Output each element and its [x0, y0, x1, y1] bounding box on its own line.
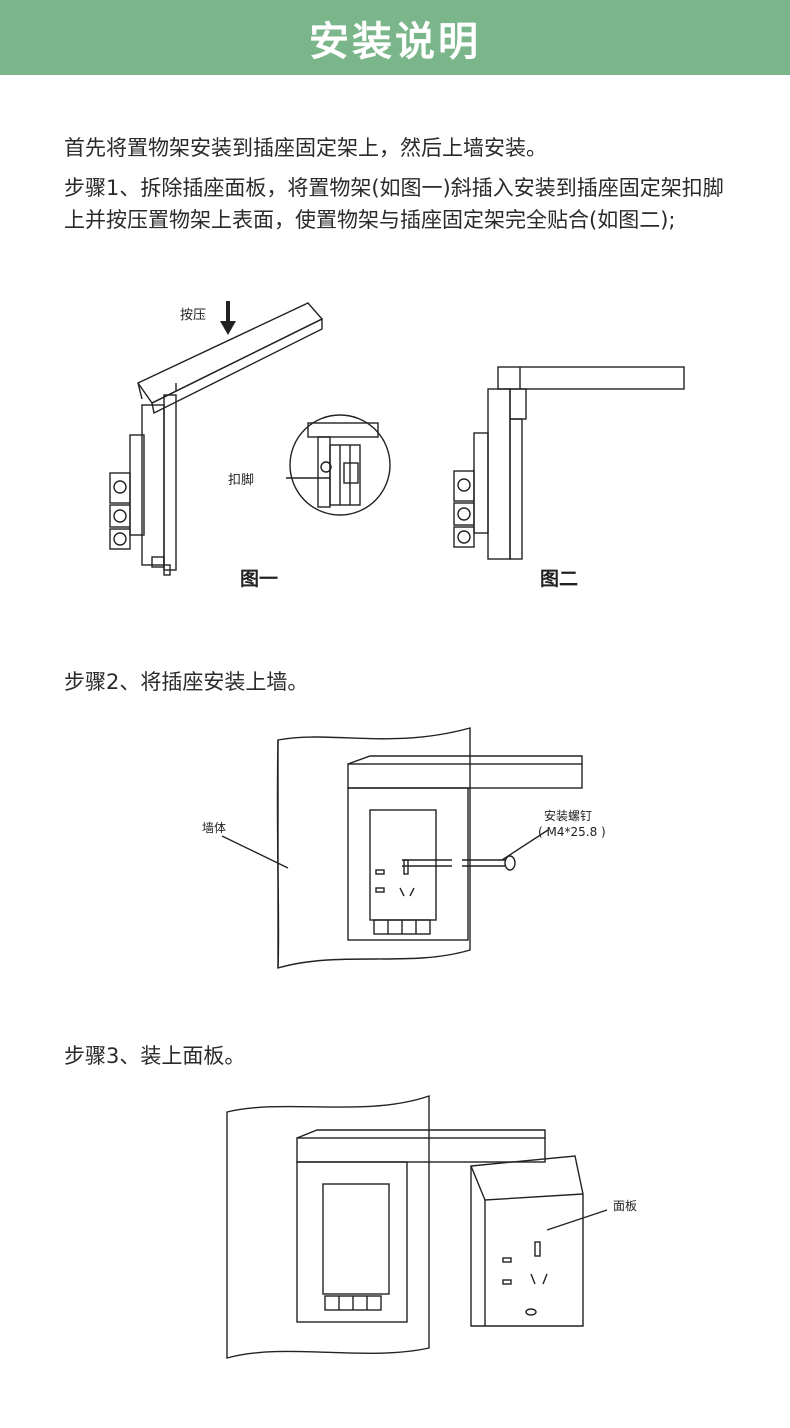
- socket-front-drawing-3: [296, 1161, 408, 1323]
- step3-text: 步骤3、装上面板。: [64, 1044, 246, 1068]
- screw-spec: ( M4*25.8 ): [538, 825, 606, 839]
- wall-leader-line: [221, 835, 289, 869]
- step2-text: 步骤2、将插座安装上墙。: [64, 670, 309, 694]
- wall-label: 墙体: [202, 821, 226, 835]
- title-banner: 安装说明: [0, 0, 790, 75]
- socket-front-drawing: [347, 787, 469, 941]
- panel-label: 面板: [613, 1199, 637, 1213]
- tilted-shelf-drawing: [136, 302, 324, 415]
- clip-label: 扣脚: [228, 472, 254, 488]
- flat-shelf-drawing: [497, 366, 685, 420]
- press-arrow-icon: [220, 301, 236, 335]
- step1-text: 步骤1、拆除插座面板，将置物架(如图一)斜插入安装到插座固定架扣脚上并按压置物架…: [64, 176, 724, 232]
- caption-fig2: 图二: [540, 568, 578, 590]
- socket-side-drawing-2: [453, 388, 523, 560]
- screw-drawing: [402, 855, 516, 871]
- press-label: 按压: [180, 308, 206, 323]
- wall-drawing: [276, 727, 471, 969]
- shelf-drawing-2: [347, 755, 583, 789]
- panel-drawing: [470, 1155, 584, 1327]
- panel-leader-line: [546, 1209, 608, 1231]
- shelf-drawing-3: [296, 1129, 546, 1163]
- intro-text: 首先将置物架安装到插座固定架上，然后上墙安装。: [64, 136, 547, 160]
- figure-step2: 墙体 安装螺钉 ( M4*25.8 ): [190, 720, 610, 980]
- screw-label: 安装螺钉: [544, 808, 592, 823]
- wall-drawing-3: [226, 1095, 430, 1359]
- page-title: 安装说明: [309, 18, 481, 65]
- screw-leader-line: [501, 829, 549, 861]
- magnified-detail: [286, 414, 391, 516]
- caption-fig1: 图一: [240, 568, 278, 590]
- figure-step1: 按压: [90, 295, 710, 605]
- socket-side-drawing-1: [109, 394, 177, 576]
- figure-step3: 面板: [215, 1090, 675, 1370]
